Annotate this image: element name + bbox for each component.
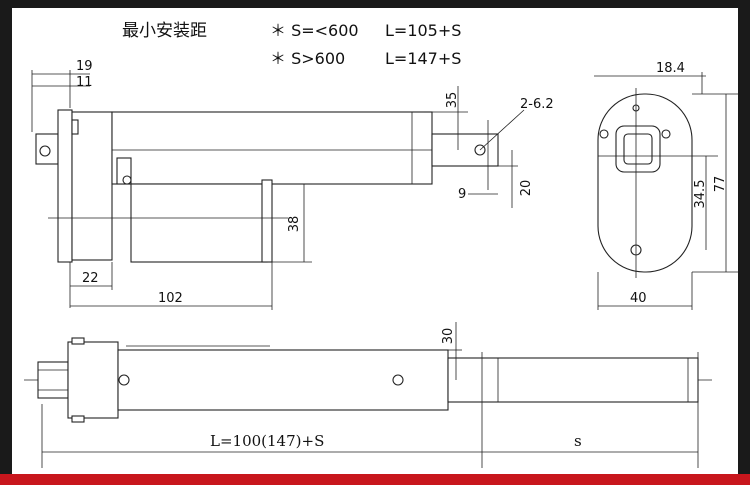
dim-30-label: 30	[441, 328, 456, 345]
side-housing	[67, 341, 119, 419]
rear-clevis-hole	[39, 145, 51, 157]
accent-bar	[0, 474, 750, 485]
motor-end-cap	[261, 179, 273, 263]
gear-housing-plate	[57, 109, 73, 263]
dim-34-5-label: 34.5	[693, 180, 708, 209]
header-rule-2: ＊ S>600	[270, 49, 345, 68]
side-view: 30 L=100(147)+S s	[24, 322, 712, 468]
end-screw-right	[661, 129, 671, 139]
header-rule-2-length: L=147+S	[385, 49, 461, 68]
dim-stroke-label: s	[574, 432, 582, 450]
end-screw-left	[599, 129, 609, 139]
side-front-screw	[118, 374, 130, 386]
header-rule-1-length: L=105+S	[385, 21, 461, 40]
dim-40-label: 40	[630, 291, 647, 306]
housing-tab	[71, 119, 79, 135]
dim-38-label: 38	[287, 216, 302, 233]
header-title: 最小安装距	[122, 21, 207, 41]
side-housing-tab-top	[71, 337, 85, 345]
end-view: 18.4 34.5 77 40	[594, 61, 738, 310]
gear-housing	[71, 111, 113, 261]
motor-screw	[122, 175, 132, 185]
dim-9-label: 9	[458, 187, 466, 202]
dim-19-label: 19	[76, 59, 93, 74]
side-rear-screw	[392, 374, 404, 386]
dim-18-4-label: 18.4	[656, 61, 685, 76]
end-view-rod-inner	[623, 133, 653, 165]
push-rod	[431, 133, 499, 167]
dim-hole-label: 2-6.2	[520, 97, 554, 112]
dim-length-label: L=100(147)+S	[210, 432, 324, 450]
dim-35-label: 35	[445, 92, 460, 109]
technical-drawing: 最小安装距 ＊ S=<600 L=105+S ＊ S>600 L=147+S	[24, 21, 738, 468]
dim-20-label: 20	[519, 180, 534, 197]
side-rear-mount	[37, 361, 69, 399]
header-rule-1: ＊ S=<600	[270, 21, 359, 40]
hole-leader	[479, 109, 525, 151]
side-push-rod	[447, 357, 699, 403]
dim-22-label: 22	[82, 271, 99, 286]
side-housing-tab-bottom	[71, 415, 85, 423]
dim-102-label: 102	[158, 291, 183, 306]
dim-77-label: 77	[713, 176, 728, 193]
dim-11-label: 11	[76, 75, 93, 90]
end-view-outline	[597, 93, 693, 273]
top-view: 19 11 35 2-6.2 9 20 3	[31, 59, 554, 310]
main-tube	[111, 111, 433, 185]
motor-body	[130, 183, 268, 263]
drawing-sheet: 最小安装距 ＊ S=<600 L=105+S ＊ S>600 L=147+S	[12, 8, 738, 474]
